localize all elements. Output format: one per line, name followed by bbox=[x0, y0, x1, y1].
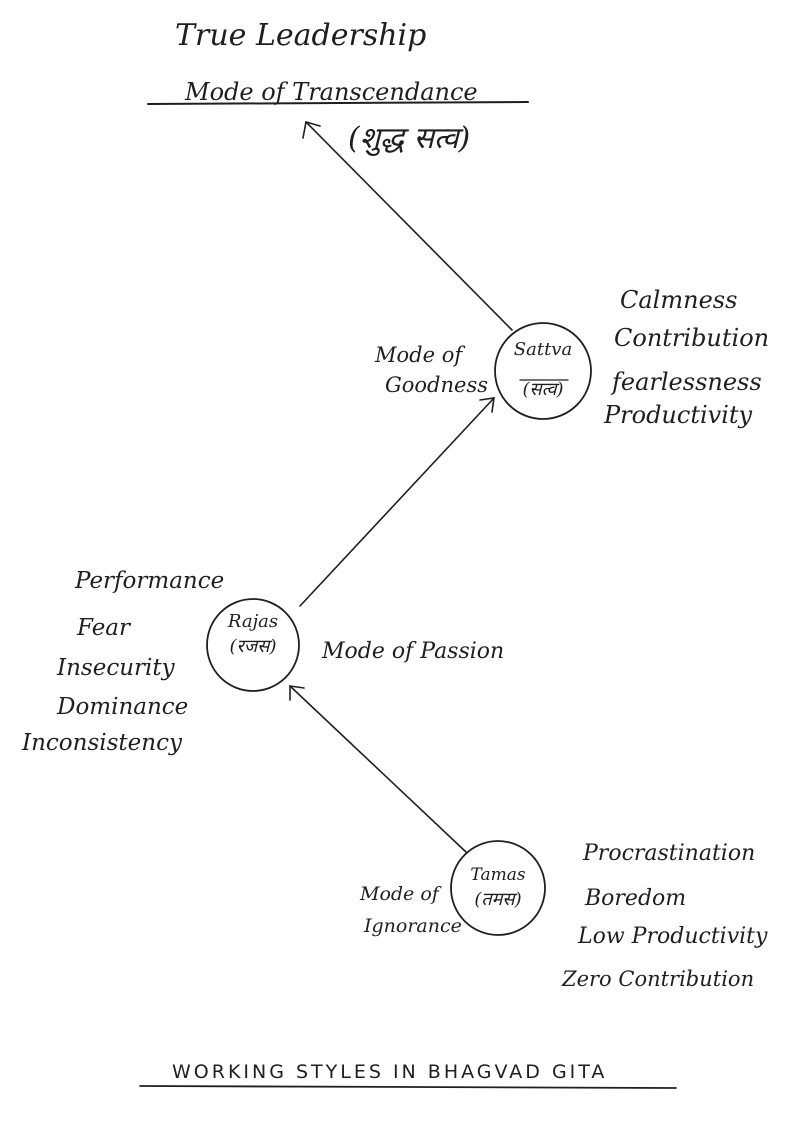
node-tamas-sanskrit: (तमस) bbox=[474, 889, 521, 910]
arrowhead-sattva bbox=[479, 397, 495, 413]
node-tamas-circle bbox=[450, 840, 546, 936]
node-rajas-circle bbox=[206, 598, 300, 692]
rajas-trait: Insecurity bbox=[56, 655, 176, 681]
tamas-trait: Procrastination bbox=[582, 841, 755, 866]
arrow-rajas-to-sattva bbox=[299, 397, 495, 607]
sattva-trait: Productivity bbox=[603, 401, 753, 429]
node-sattva-name: Sattva bbox=[514, 339, 572, 360]
rajas-mode: Mode of Passion bbox=[321, 639, 504, 664]
sattva-trait: fearlessness bbox=[610, 368, 762, 396]
tamas-mode-line1: Mode of bbox=[359, 883, 442, 905]
node-tamas: Tamas (तमस) bbox=[450, 840, 546, 936]
tamas-trait: Low Productivity bbox=[577, 924, 768, 949]
heading-subtitle-sanskrit: (शुद्ध सत्व) bbox=[348, 121, 470, 157]
heading-underline bbox=[147, 101, 529, 105]
sattva-trait: Contribution bbox=[614, 324, 769, 352]
node-sattva-sanskrit: (सत्व) bbox=[523, 379, 564, 400]
sattva-mode-line1: Mode of bbox=[374, 343, 465, 367]
arrowhead-rajas bbox=[289, 685, 305, 701]
node-rajas-sanskrit: (रजस) bbox=[230, 636, 277, 657]
tamas-mode-line2: Ignorance bbox=[363, 915, 462, 937]
sattva-trait: Calmness bbox=[620, 286, 737, 314]
tamas-trait: Boredom bbox=[584, 886, 686, 911]
rajas-trait: Dominance bbox=[56, 694, 188, 720]
caption-underline bbox=[139, 1085, 677, 1089]
arrowhead-transcendance bbox=[302, 120, 321, 139]
node-rajas-name: Rajas bbox=[227, 611, 278, 632]
tamas-trait: Zero Contribution bbox=[561, 967, 754, 991]
node-sattva: Sattva (सत्व) bbox=[494, 322, 592, 420]
diagram-caption: WORKING STYLES IN BHAGVAD GITA bbox=[172, 1061, 607, 1083]
rajas-trait: Inconsistency bbox=[21, 730, 183, 756]
rajas-trait: Fear bbox=[76, 615, 132, 641]
rajas-trait: Performance bbox=[74, 568, 224, 594]
arrow-tamas-to-rajas bbox=[289, 685, 467, 853]
sattva-mode-line2: Goodness bbox=[385, 373, 488, 397]
node-rajas: Rajas (रजस) bbox=[206, 598, 300, 692]
heading-title: True Leadership bbox=[175, 18, 426, 53]
heading-subtitle: Mode of Transcendance bbox=[184, 78, 478, 106]
node-tamas-name: Tamas bbox=[470, 865, 525, 885]
arrow-sattva-to-transcendance bbox=[305, 121, 513, 331]
node-sattva-circle bbox=[494, 322, 592, 420]
